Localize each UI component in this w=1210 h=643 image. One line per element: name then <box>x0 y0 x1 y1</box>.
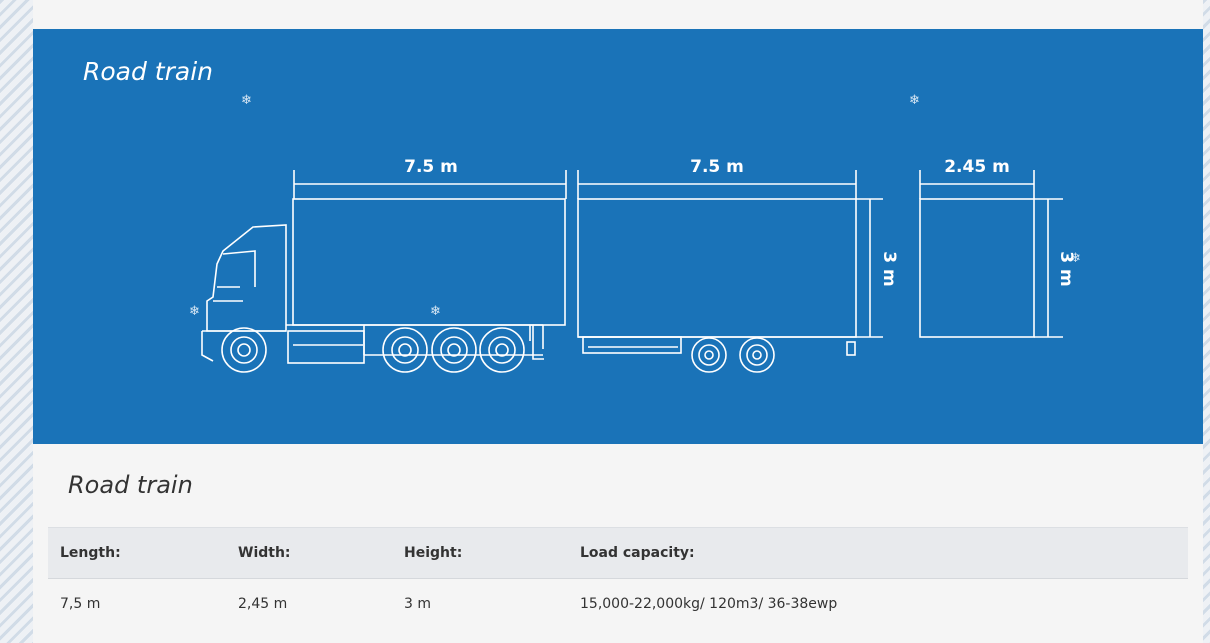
road-train-diagram: ❄ ❄ ❄ ❄ ❄ 7.5 m 7.5 m 2.45 m <box>189 93 1081 373</box>
trailer-length-label: 7.5 m <box>690 157 744 177</box>
value-length: 7,5 m <box>60 596 101 612</box>
snowflake-icon: ❄ <box>1070 251 1081 266</box>
trailer-length-dimension: 7.5 m <box>577 157 857 199</box>
snowflake-icon: ❄ <box>189 304 200 319</box>
truck-length-label: 7.5 m <box>404 157 458 177</box>
table-row: 7,5 m 2,45 m 3 m 15,000-22,000kg/ 120m3/… <box>48 579 1188 630</box>
section-title: Road train <box>68 471 193 499</box>
width-dimension: 2.45 m <box>919 157 1035 199</box>
truck-length-dimension: 7.5 m <box>293 157 567 199</box>
snowflake-icon: ❄ <box>241 93 252 108</box>
truck-cargo-box <box>286 198 566 364</box>
hero-banner: Road train ❄ ❄ ❄ ❄ ❄ 7.5 m 7.5 m 2.45 m <box>33 29 1203 444</box>
truck-wheels <box>221 327 525 373</box>
header-load-capacity: Load capacity: <box>568 527 1188 579</box>
header-width: Width: <box>226 527 392 579</box>
truck-cab <box>201 224 287 362</box>
end-height-label: 3 m <box>1056 251 1076 286</box>
header-height: Height: <box>392 527 568 579</box>
header-length: Length: <box>48 527 226 579</box>
specs-header-row: Length: Width: Height: Load capacity: <box>48 527 1188 579</box>
hero-title: Road train <box>83 57 213 86</box>
snowflake-icon: ❄ <box>430 304 441 319</box>
value-width: 2,45 m <box>238 596 288 612</box>
trailer-wheels <box>691 337 775 373</box>
value-height: 3 m <box>404 596 431 612</box>
rear-end-view: 3 m <box>919 198 1076 338</box>
trailer-box: 3 m <box>577 198 899 356</box>
trailer-height-label: 3 m <box>879 251 899 286</box>
value-load-capacity: 15,000-22,000kg/ 120m3/ 36-38ewp <box>580 596 838 612</box>
specs-table: Length: Width: Height: Load capacity: 7,… <box>48 527 1188 629</box>
snowflake-icon: ❄ <box>909 93 920 108</box>
width-label: 2.45 m <box>944 157 1010 177</box>
side-pattern-left <box>0 0 33 643</box>
side-pattern-right <box>1203 0 1210 643</box>
